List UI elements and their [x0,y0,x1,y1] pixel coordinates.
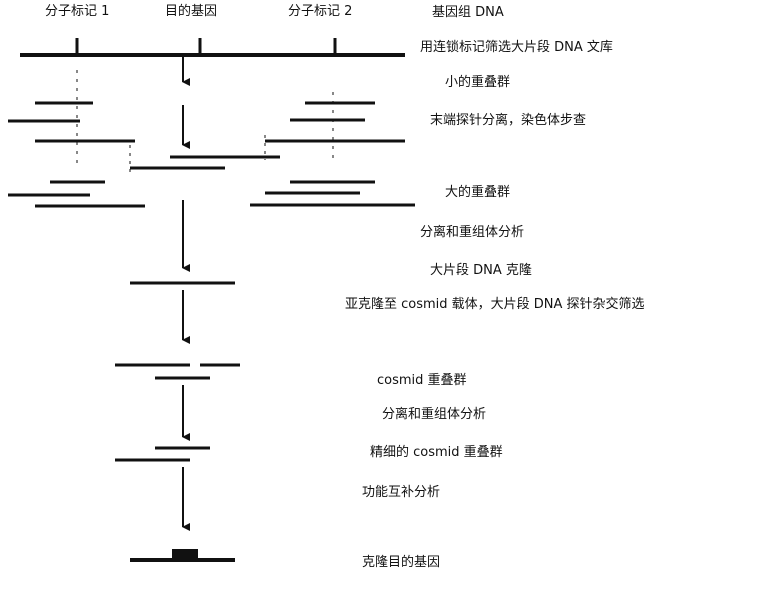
step-recombinant-analysis-2: 分离和重组体分析 [382,407,487,422]
label-target-gene: 目的基因 [165,4,218,19]
cosmid-contig [115,363,240,380]
step-small-contig: 小的重叠群 [445,75,511,90]
step-complementation: 功能互补分析 [362,485,441,500]
label-marker2: 分子标记 2 [288,4,353,19]
small-contig-right [265,101,405,143]
step-genomic-dna: 基因组 DNA [432,5,504,20]
label-marker1: 分子标记 1 [45,4,110,19]
step-large-contig: 大的重叠群 [445,185,511,200]
large-contig-left [8,180,145,208]
step-screen-library: 用连锁标记筛选大片段 DNA 文库 [420,40,613,55]
step-cloned-gene: 克隆目的基因 [362,555,441,570]
large-contig-right [250,180,415,207]
step-fine-cosmid-contig: 精细的 cosmid 重叠群 [370,445,503,460]
step-cosmid-contig: cosmid 重叠群 [377,373,467,388]
step-chromosome-walk: 末端探针分离，染色体步查 [430,113,587,128]
small-contig-left [8,101,135,143]
target-gene-box [172,549,198,560]
step-recombinant-analysis-1: 分离和重组体分析 [420,225,525,240]
step-subclone-cosmid: 亚克隆至 cosmid 载体，大片段 DNA 探针杂交筛选 [345,297,645,312]
fine-cosmid-contig [115,446,210,462]
step-large-fragment-clone: 大片段 DNA 克隆 [430,263,532,278]
